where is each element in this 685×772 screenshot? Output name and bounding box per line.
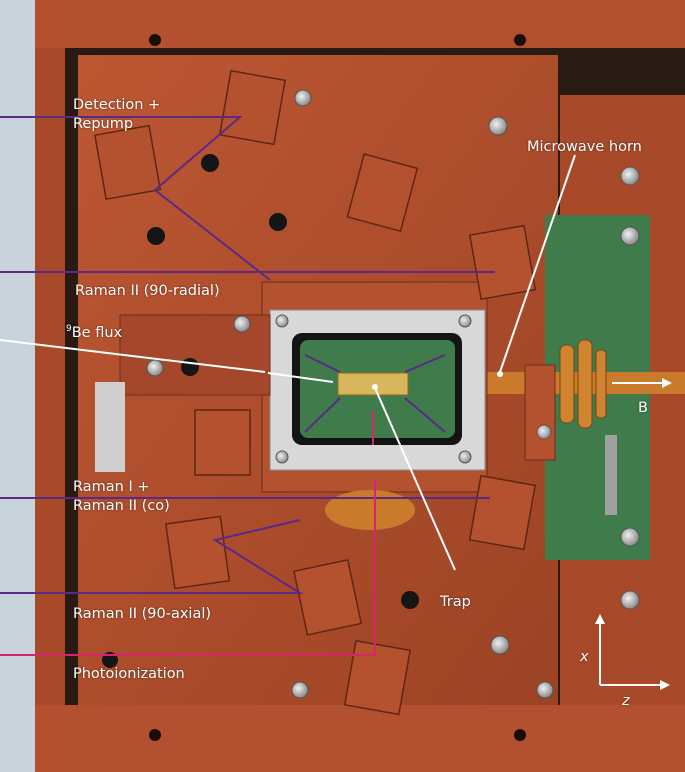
trap-chip bbox=[337, 372, 409, 396]
label-line: Raman I + bbox=[73, 479, 150, 495]
isotope-number: 9 bbox=[66, 324, 72, 334]
coax-rings bbox=[559, 339, 607, 429]
label-line: Detection + bbox=[73, 97, 161, 113]
mirror-mounts bbox=[93, 69, 537, 716]
side-bracket bbox=[95, 382, 125, 472]
label-raman-i-raman-ii-co: Raman I + Raman II (co) bbox=[73, 478, 170, 516]
label-line: Raman II (co) bbox=[73, 498, 170, 514]
raman-beams bbox=[0, 116, 495, 594]
label-photoionization: Photoionization bbox=[73, 666, 185, 682]
label-b-field: B bbox=[638, 400, 648, 416]
bottom-rim bbox=[35, 705, 685, 772]
rim-holes bbox=[149, 34, 526, 741]
screws bbox=[146, 89, 640, 699]
label-be-flux-text: Be flux bbox=[71, 324, 123, 341]
label-detection-repump: Detection + Repump bbox=[73, 96, 160, 134]
pcb-connector bbox=[605, 435, 617, 515]
label-be-flux: 9Be flux bbox=[66, 320, 122, 343]
horn-clamp bbox=[524, 364, 556, 461]
label-microwave-horn: Microwave horn bbox=[527, 139, 642, 155]
label-axis-x: x bbox=[580, 649, 589, 665]
top-rim bbox=[35, 0, 685, 48]
oven-window bbox=[325, 490, 415, 530]
label-axis-z: z bbox=[622, 693, 630, 709]
label-raman-ii-90-axial: Raman II (90-axial) bbox=[73, 606, 212, 622]
label-raman-ii-90-radial: Raman II (90-radial) bbox=[75, 283, 220, 299]
left-wall bbox=[35, 0, 65, 772]
photoionization-beam bbox=[0, 410, 376, 656]
label-line: Repump bbox=[73, 116, 134, 132]
annotation-leaders bbox=[0, 154, 668, 686]
arrowheads bbox=[372, 371, 672, 690]
label-trap: Trap bbox=[440, 594, 471, 610]
